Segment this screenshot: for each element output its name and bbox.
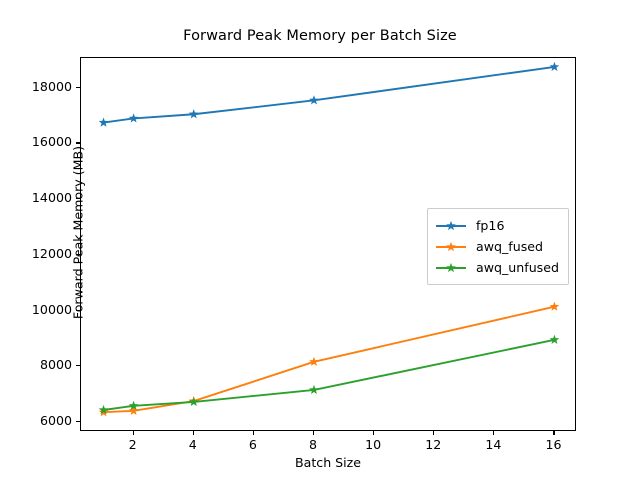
y-axis-tick-mark: [76, 309, 80, 311]
series-line: [102, 338, 556, 411]
y-axis-tick-label: 14000: [31, 190, 72, 206]
y-axis-tick-mark: [76, 86, 80, 88]
y-axis-tick-label: 6000: [39, 412, 72, 428]
data-point-marker: [98, 404, 109, 415]
x-axis-tick-mark: [252, 431, 254, 435]
y-axis-tick-mark: [76, 142, 80, 144]
x-axis-tick-label: 16: [545, 437, 562, 452]
y-axis-label: Forward Peak Memory (MB): [70, 145, 86, 320]
legend-item-awq_unfused[interactable]: awq_unfused: [435, 257, 559, 278]
legend-marker-icon: [435, 219, 467, 233]
x-axis-tick-label: 4: [188, 437, 197, 452]
x-axis-tick-label: 10: [365, 437, 382, 452]
x-axis-tick-mark: [493, 431, 495, 435]
x-axis-tick-label: 12: [425, 437, 442, 452]
data-point-marker: [128, 400, 139, 410]
x-axis-tick-mark: [132, 431, 134, 435]
x-axis-tick-label: 8: [308, 437, 317, 452]
legend: fp16 awq_fused awq_unfused: [427, 208, 569, 285]
series-fp16: [98, 61, 560, 127]
x-axis-tick-mark: [433, 431, 435, 435]
data-point-marker: [98, 117, 109, 127]
data-point-marker: [549, 61, 560, 72]
series-awq_fused: [98, 301, 560, 417]
data-point-marker: [309, 384, 319, 395]
y-axis-tick-mark: [76, 198, 80, 200]
y-axis-tick-label: 18000: [31, 78, 72, 94]
y-axis-tick-mark: [76, 365, 80, 367]
legend-marker-icon: [435, 261, 467, 275]
y-axis-tick-label: 8000: [39, 357, 72, 373]
x-axis-tick-label: 2: [128, 437, 137, 452]
data-point-marker: [309, 95, 319, 105]
y-axis-tick-mark: [76, 420, 80, 423]
legend-label: fp16: [476, 218, 505, 233]
data-point-marker: [309, 356, 319, 366]
data-point-marker: [128, 113, 139, 123]
x-axis-tick-mark: [553, 431, 555, 435]
series-awq_unfused: [98, 334, 560, 415]
x-axis-tick-label: 14: [485, 437, 502, 452]
x-axis-tick-mark: [312, 431, 315, 435]
x-axis-tick-mark: [192, 431, 194, 435]
legend-label: awq_fused: [476, 239, 544, 254]
x-axis-tick-mark: [373, 431, 375, 435]
y-axis-tick-label: 16000: [31, 134, 72, 150]
data-point-marker: [549, 334, 560, 344]
y-axis-tick-label: 10000: [31, 301, 72, 317]
series-line: [102, 65, 556, 124]
legend-item-awq_fused[interactable]: awq_fused: [435, 236, 559, 257]
legend-marker-icon: [435, 240, 467, 254]
x-axis-tick-label: 6: [248, 437, 257, 452]
legend-item-fp16[interactable]: fp16: [435, 215, 559, 236]
data-point-marker: [188, 109, 199, 119]
data-point-marker: [128, 405, 139, 415]
x-axis-label: Batch Size: [294, 455, 362, 470]
legend-label: awq_unfused: [476, 260, 559, 275]
data-point-marker: [549, 301, 560, 311]
series-canvas: [98, 61, 560, 417]
y-axis-tick-mark: [76, 253, 80, 255]
y-axis-tick-label: 12000: [31, 245, 72, 261]
series-line: [102, 305, 556, 414]
data-point-marker: [188, 396, 199, 407]
page-title: Forward Peak Memory per Batch Size: [183, 28, 457, 44]
